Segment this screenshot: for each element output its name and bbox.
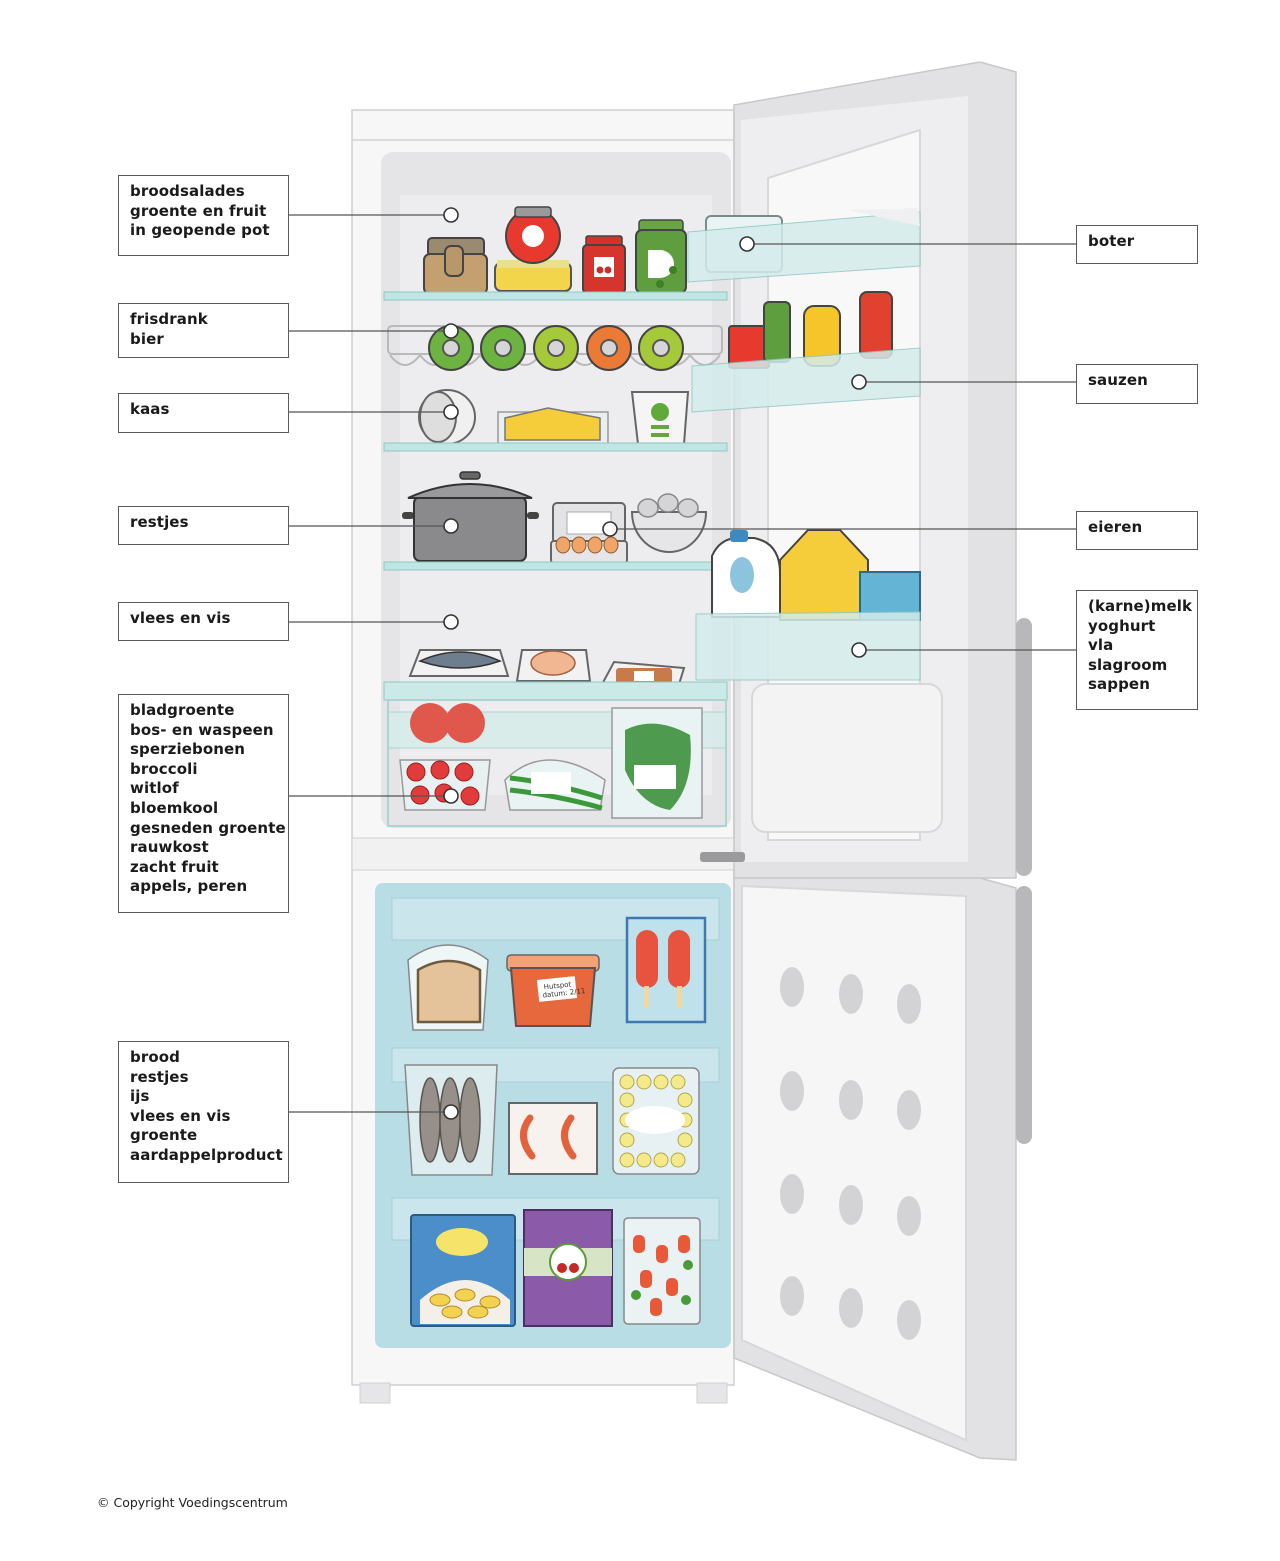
label-sauzen: sauzen [1076, 364, 1198, 404]
label-text: slagroom [1088, 655, 1168, 674]
freezer-door [733, 877, 1032, 1461]
jars-shelf [383, 206, 728, 301]
label-text: bloemkool [130, 798, 219, 817]
label-eieren: eieren [1076, 511, 1198, 550]
label-text: sperziebonen [130, 740, 246, 759]
sauces-door-shelf [691, 291, 921, 413]
cheese-shelf [383, 389, 728, 452]
label-text: broccoli [130, 759, 198, 778]
label-boter: boter [1076, 225, 1198, 264]
meat-fish-shelf [383, 649, 728, 701]
label-text: (karne)melk [1088, 597, 1193, 615]
label-text: witlof [130, 779, 179, 798]
label-text: broodsalades [130, 182, 245, 200]
label-text: vla [1088, 636, 1114, 655]
hutspot-label: Hutspot [543, 980, 572, 991]
label-text: ijs [130, 1087, 150, 1106]
label-vriezer: brood restjes ijs vlees en vis groente a… [118, 1041, 289, 1183]
freezer [375, 883, 731, 1348]
label-broodsalades: broodsalades groente en fruit in geopend… [118, 175, 289, 256]
label-text: sappen [1088, 675, 1150, 694]
fridge-door [700, 61, 1032, 879]
label-text: aardappelproduct [130, 1145, 283, 1164]
butter-door-shelf [687, 208, 921, 283]
leftovers-shelf [383, 471, 728, 571]
label-text: bos- en waspeen [130, 720, 274, 739]
connector-lines [289, 214, 1076, 1113]
label-restjes: restjes [118, 506, 289, 545]
dairy-door-shelf [695, 529, 921, 681]
label-text: in geopende pot [130, 221, 270, 240]
label-text: bladgroente [130, 701, 235, 719]
label-groentela: bladgroente bos- en waspeen sperziebonen… [118, 694, 289, 913]
label-text: restjes [130, 1067, 189, 1086]
label-zuivel: (karne)melk yoghurt vla slagroom sappen [1076, 590, 1198, 710]
label-text: appels, peren [130, 877, 248, 896]
label-text: vlees en vis [130, 609, 231, 627]
copyright-notice: © Copyright Voedingscentrum [97, 1495, 288, 1510]
label-text: zacht fruit [130, 857, 219, 876]
label-text: brood [130, 1048, 180, 1066]
label-text: gesneden groente [130, 818, 286, 837]
label-text: sauzen [1088, 371, 1148, 389]
crisper-drawer [387, 699, 727, 827]
label-text: rauwkost [130, 838, 209, 857]
label-text: vlees en vis [130, 1106, 231, 1125]
label-text: boter [1088, 232, 1135, 250]
bottle-rack [387, 325, 723, 371]
label-text: groente [130, 1126, 198, 1145]
label-text: eieren [1088, 518, 1143, 536]
label-kaas: kaas [118, 393, 289, 433]
label-text: yoghurt [1088, 616, 1156, 635]
label-frisdrank-bier: frisdrank bier [118, 303, 289, 358]
label-vlees-en-vis: vlees en vis [118, 602, 289, 641]
connector-dots [443, 207, 867, 1120]
label-text: frisdrank [130, 310, 208, 328]
label-text: groente en fruit [130, 201, 267, 220]
label-text: bier [130, 329, 164, 348]
label-text: kaas [130, 400, 170, 418]
label-text: restjes [130, 513, 189, 531]
